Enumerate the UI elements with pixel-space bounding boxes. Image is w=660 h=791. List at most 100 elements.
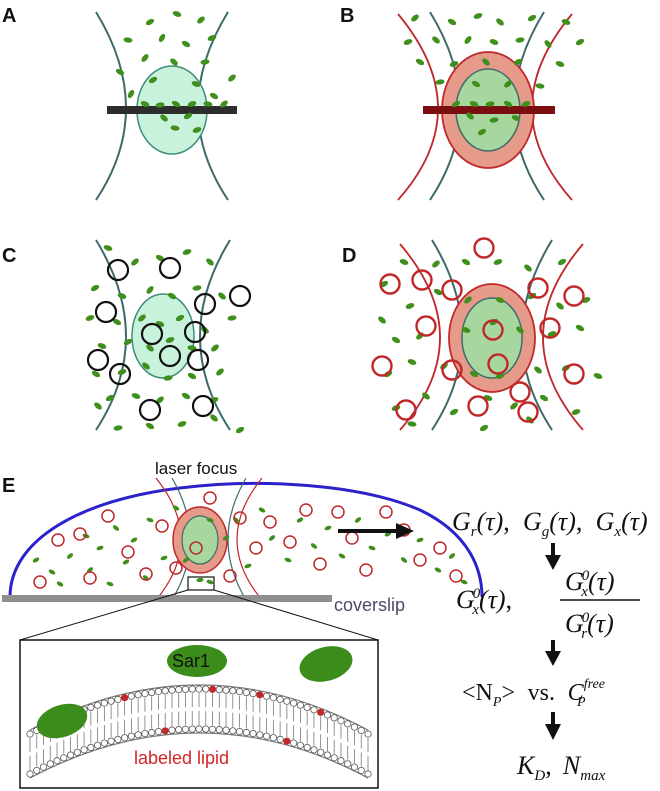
lipid-head [303, 703, 311, 712]
labeled-lipid-label: labeled lipid [134, 748, 229, 768]
lipid-head [344, 760, 352, 768]
vesicle-circle [140, 322, 164, 346]
protein-dot [105, 394, 115, 402]
protein-dot [268, 535, 276, 541]
panel-e: E coverslip laser focus Sar1 labeled lip… [2, 459, 648, 789]
protein-dots [32, 505, 468, 587]
protein-dot [142, 362, 150, 370]
protein-dots [403, 13, 585, 136]
protein-dots [115, 11, 236, 133]
lipid-head [148, 728, 156, 737]
vesicle-circle [441, 279, 463, 301]
vesicles [86, 256, 252, 422]
protein-dot [399, 259, 409, 265]
lipid-head [283, 697, 291, 705]
lipid-head [154, 727, 163, 736]
protein-dot [432, 260, 440, 268]
protein-dot [158, 33, 166, 43]
vesicle-circle [345, 531, 359, 545]
protein-dot [432, 36, 440, 44]
vesicle-circle [94, 300, 118, 324]
protein-dot [145, 18, 155, 26]
labeled-lipid-head [161, 727, 169, 735]
lipid-head [53, 757, 61, 765]
lipid-head [357, 726, 365, 735]
protein-dot [181, 40, 191, 48]
lipid-head [350, 723, 359, 731]
protein-dot [503, 100, 513, 108]
lipid-head [121, 734, 129, 742]
bilayer-inner-edge [29, 732, 369, 779]
lipid-head [229, 687, 237, 695]
sar1-label: Sar1 [172, 651, 210, 671]
lipid-head [181, 685, 190, 693]
protein-dot [206, 258, 214, 266]
protein-dot [207, 35, 217, 41]
lipid-head [100, 699, 108, 707]
protein-dot [493, 259, 503, 265]
lipid-head [256, 731, 264, 739]
protein-dot [115, 68, 125, 76]
protein-dot [155, 102, 165, 108]
protein-dot [447, 18, 457, 26]
protein-dot [48, 569, 56, 575]
lipid-head [134, 691, 142, 699]
protein-dot [534, 366, 542, 374]
protein-dot [496, 18, 504, 26]
protein-dot [464, 36, 472, 44]
protein-dot [448, 553, 456, 559]
vesicle-circle [189, 541, 203, 555]
vesicle-circle [473, 237, 495, 259]
protein-dot [489, 117, 499, 123]
protein-dot [172, 11, 182, 17]
protein-dot [482, 58, 490, 66]
sar1-protein-right [299, 646, 353, 682]
protein-dot [172, 505, 180, 511]
protein-dot [504, 80, 512, 88]
protein-dot [97, 343, 107, 349]
vesicle-circle [33, 575, 47, 589]
lipid-head [296, 741, 304, 749]
red-beam-edge-left [399, 243, 441, 431]
vesicle-circle [359, 563, 373, 577]
vesicle-circle [441, 359, 463, 381]
lipid-head [188, 685, 196, 693]
protein-dot [466, 112, 474, 120]
protein-dot [206, 517, 214, 523]
protein-dot [138, 314, 146, 322]
labeled-lipid-head [317, 708, 325, 716]
protein-dot [131, 393, 141, 399]
lipid-head [188, 725, 196, 733]
protein-dot [160, 114, 168, 122]
lipid-head [310, 706, 318, 714]
protein-dot [524, 264, 532, 272]
svg-text:Gr(τ), Gg(τ),: Gr(τ), Gg(τ), Gx(τ) [452, 506, 648, 540]
lipid-head [141, 690, 149, 698]
protein-dot [227, 315, 237, 321]
protein-dot [593, 373, 603, 379]
panel-label-b: B [340, 5, 354, 27]
coverslip-bar [2, 595, 332, 602]
lipid-head [141, 730, 149, 738]
protein-dot [216, 368, 224, 376]
vesicle-circle [563, 363, 585, 385]
panel-d: D [342, 237, 603, 432]
protein-dot [513, 58, 523, 66]
panel-a: A [2, 5, 237, 201]
protein-dot [85, 315, 95, 321]
lipid-head [100, 739, 108, 747]
protein-dot [461, 327, 471, 333]
panel-label-e: E [2, 475, 15, 497]
protein-dot [535, 83, 545, 89]
lipid-head [364, 770, 372, 778]
laser-focus-label: laser focus [155, 459, 237, 478]
lipid-head [60, 754, 68, 762]
protein-dot [479, 424, 489, 432]
labeled-lipid-head [121, 694, 129, 702]
protein-dot [378, 316, 386, 324]
vesicle-circle [371, 355, 393, 377]
vesicle-circle [228, 284, 252, 308]
lipid-head [296, 701, 304, 709]
